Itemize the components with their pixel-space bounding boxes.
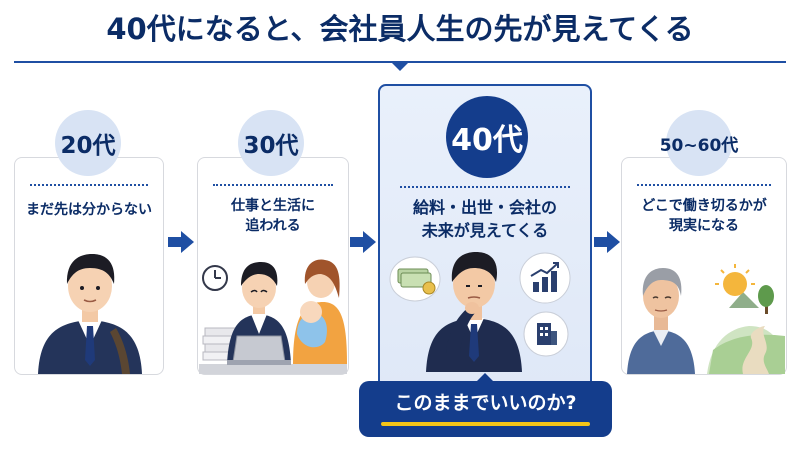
- caption-line: 追われる: [245, 218, 301, 234]
- thinking-worker-illustration: [426, 252, 522, 372]
- money-icon: [389, 256, 441, 302]
- young-worker-illustration: [38, 254, 142, 374]
- arrow-right-icon: [168, 231, 194, 253]
- arrow-right-icon: [350, 231, 376, 253]
- dotted-divider: [30, 184, 148, 186]
- caption-line: どこで働き切るかが: [641, 198, 767, 214]
- callout-text: このままでいいのか?: [394, 392, 577, 414]
- senior-worker-illustration: [627, 264, 785, 374]
- caption-line: 給料・出世・会社の: [412, 198, 557, 217]
- stage-caption-50s-60s: どこで働き切るかが 現実になる: [621, 196, 787, 236]
- caption-line: 未来が見えてくる: [421, 221, 549, 240]
- dotted-divider: [213, 184, 333, 186]
- bar-chart-icon: [519, 252, 571, 304]
- caption-line: 現実になる: [669, 218, 739, 234]
- dotted-divider: [637, 184, 771, 186]
- laptop-icon: [227, 335, 291, 365]
- age-badge-20s: 20代: [55, 110, 121, 176]
- arrow-right-icon: [594, 231, 620, 253]
- building-icon: [523, 311, 569, 357]
- callout-notch: [475, 373, 495, 383]
- busy-worker-illustration: [199, 259, 347, 374]
- dotted-divider: [400, 186, 570, 188]
- title-divider-notch: [391, 62, 409, 71]
- callout-underline: [381, 422, 590, 426]
- stage-caption-30s: 仕事と生活に 追われる: [197, 196, 349, 236]
- callout-box: このままでいいのか?: [359, 381, 612, 437]
- sun-icon: [715, 264, 755, 296]
- caption-line: 仕事と生活に: [231, 198, 315, 214]
- age-badge-30s: 30代: [238, 110, 304, 176]
- caption-line: まだ先は分からない: [26, 202, 152, 218]
- age-badge-50s-60s: 50~60代: [660, 110, 738, 176]
- stage-caption-40s: 給料・出世・会社の 未来が見えてくる: [380, 196, 590, 242]
- stage-caption-20s: まだ先は分からない: [14, 200, 164, 220]
- age-badge-40s: 40代: [446, 96, 528, 178]
- clock-icon: [202, 265, 228, 291]
- page-title: 40代になると、会社員人生の先が見えてくる: [106, 12, 694, 46]
